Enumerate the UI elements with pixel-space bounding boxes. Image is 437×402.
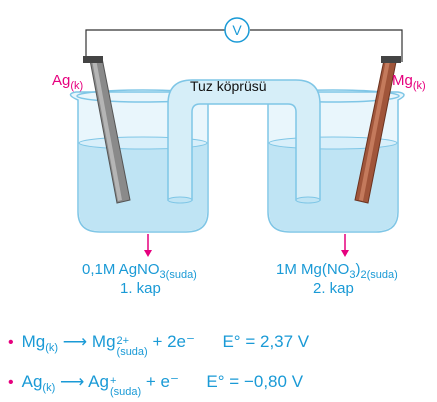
reaction-reactant-state: (k) bbox=[42, 382, 56, 394]
reaction-arrow-icon: ⟶ bbox=[59, 372, 85, 391]
circuit-wires bbox=[85, 29, 403, 62]
reaction-product: Mg bbox=[91, 332, 116, 351]
right-cup-label: 2. kap bbox=[313, 280, 354, 297]
right-solution-subscript-2: 2(suda) bbox=[360, 269, 398, 281]
right-clamp bbox=[381, 56, 401, 63]
reaction-product-charge: 2+ bbox=[116, 335, 130, 347]
reaction-product: Ag bbox=[88, 372, 109, 391]
reaction-electrons: + e⁻ bbox=[145, 372, 179, 391]
reaction-reactant: Mg bbox=[21, 332, 46, 351]
right-solution-label: 1M Mg(NO3)2(suda) bbox=[276, 261, 398, 281]
reaction-reactant: Ag bbox=[21, 372, 43, 391]
left-solution-subscript: 3(suda) bbox=[159, 269, 197, 281]
potential-label: E° = bbox=[206, 372, 240, 391]
reaction-product-charge: + bbox=[109, 375, 117, 387]
right-solution-formula: 1M Mg(NO bbox=[276, 261, 350, 278]
voltmeter-icon: V bbox=[224, 17, 250, 43]
left-arrow-icon bbox=[144, 234, 152, 257]
reaction-ag: •Ag(k) ⟶ Ag+(suda) + e⁻ E° = −0,80 V bbox=[8, 372, 303, 398]
voltmeter-symbol: V bbox=[232, 22, 242, 38]
magnesium-state: (k) bbox=[412, 80, 426, 92]
reaction-reactant-state: (k) bbox=[45, 342, 59, 354]
left-solution-label: 0,1M AgNO3(suda) bbox=[82, 261, 197, 281]
left-clamp bbox=[83, 56, 103, 63]
right-solution-subscript-1: 3 bbox=[349, 269, 356, 281]
magnesium-electrode-label: Mg(k) bbox=[392, 72, 426, 92]
magnesium-symbol: Mg bbox=[392, 72, 413, 89]
silver-state: (k) bbox=[70, 80, 84, 92]
silver-electrode-label: Ag(k) bbox=[52, 72, 83, 92]
bullet-icon: • bbox=[8, 334, 14, 351]
potential-label: E° = bbox=[222, 332, 256, 351]
right-arrow-icon bbox=[341, 234, 349, 257]
reaction-electrons: + 2e⁻ bbox=[152, 332, 195, 351]
bullet-icon: • bbox=[8, 374, 14, 391]
reaction-product-state: (suda) bbox=[109, 386, 142, 398]
salt-bridge-label: Tuz köprüsü bbox=[190, 78, 267, 94]
salt-bridge bbox=[167, 79, 321, 204]
right-solution-paren: ) bbox=[355, 261, 361, 278]
left-solution-formula: 0,1M AgNO bbox=[82, 261, 160, 278]
potential-value: −0,80 V bbox=[243, 372, 304, 391]
reaction-product-state: (suda) bbox=[116, 346, 148, 358]
silver-symbol: Ag bbox=[52, 72, 71, 89]
reaction-arrow-icon: ⟶ bbox=[62, 332, 88, 351]
left-cup-label: 1. kap bbox=[120, 280, 161, 297]
potential-value: 2,37 V bbox=[260, 332, 310, 351]
